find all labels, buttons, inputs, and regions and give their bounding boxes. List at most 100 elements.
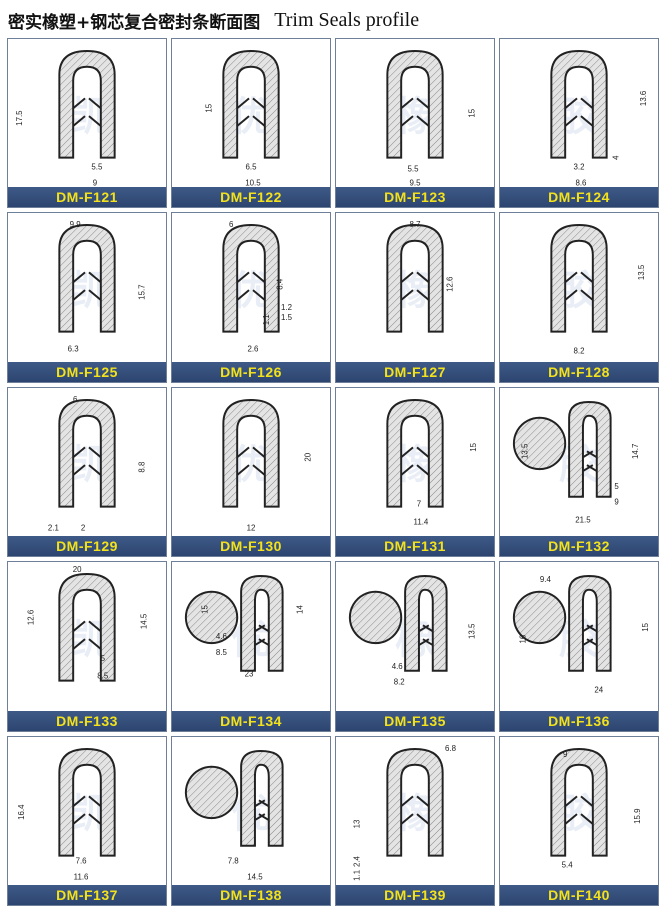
- dimension-label: 15: [467, 108, 476, 117]
- dimension-label: 9.5: [410, 178, 422, 187]
- dimension-label: 8.2: [394, 678, 405, 687]
- dimension-label: 3.2: [574, 162, 585, 171]
- profile-svg: 16.47.611.6: [17, 747, 116, 881]
- dimension-label: 16.4: [17, 803, 26, 819]
- profile-outline: [184, 749, 284, 847]
- dimension-label: 2.6: [247, 345, 259, 354]
- profile-code: DM-F136: [500, 710, 658, 731]
- profile-outline: [58, 224, 116, 334]
- dimension-label: 13: [353, 819, 362, 828]
- dimension-label: 7: [417, 499, 421, 508]
- profile-svg: 156.510.5: [205, 49, 280, 187]
- profile-code: DM-F129: [8, 536, 166, 557]
- dimension-label: 7.6: [76, 856, 88, 865]
- profile-outline: [550, 747, 608, 857]
- profile-outline: [58, 398, 116, 508]
- dimension-label: 1.2: [281, 303, 292, 312]
- dimension-label: 9.4: [540, 575, 552, 584]
- dimension-label: 5.4: [562, 860, 574, 869]
- dimension-label: 16: [519, 634, 528, 643]
- profile-code: DM-F135: [336, 710, 494, 731]
- header: 密实橡塑+钢芯复合密封条断面图 Trim Seals profile: [8, 6, 658, 34]
- dimension-label: 13.5: [637, 264, 646, 280]
- profile-outline: [386, 747, 444, 857]
- dimension-label: 8.5: [216, 648, 228, 657]
- dimension-label: 2: [81, 523, 85, 532]
- profile-code: DM-F125: [8, 361, 166, 382]
- profile-code: DM-F124: [500, 187, 658, 208]
- profile-card: 优7.814.5DM-F138: [171, 735, 331, 906]
- dimension-label: 15: [205, 103, 214, 112]
- dimension-label: 13.5: [521, 443, 530, 459]
- profile-code: DM-F139: [336, 884, 494, 905]
- title-english: Trim Seals profile: [274, 8, 420, 31]
- dimension-label: 8.2: [574, 347, 585, 356]
- dimension-label: 4.6: [216, 632, 228, 641]
- dimension-label: 24: [594, 686, 603, 695]
- dimension-label: 6: [73, 395, 78, 404]
- profile-code: DM-F130: [172, 536, 330, 557]
- dimension-label: 4: [612, 155, 621, 160]
- dimension-label: 6.8: [445, 744, 457, 753]
- dimension-label: 2.1: [48, 523, 59, 532]
- dimension-label: 20: [303, 452, 312, 461]
- dimension-label: 23: [245, 670, 254, 679]
- profile-svg: 915.95.4: [550, 747, 642, 869]
- dimension-label: 5: [101, 654, 106, 663]
- dimension-label: 12.6: [446, 276, 455, 292]
- dimension-label: 1.5: [281, 313, 293, 322]
- profile-outline: [550, 49, 608, 159]
- profile-svg: 7.814.5: [184, 749, 284, 881]
- dimension-label: 6.5: [246, 162, 258, 171]
- profile-outline: [386, 398, 444, 508]
- profile-svg: 155.59.5: [386, 49, 476, 187]
- dimension-label: 9: [614, 497, 619, 506]
- dimension-label: 11.4: [414, 517, 429, 526]
- profile-outline: [386, 49, 444, 159]
- dimension-label: 13.5: [467, 623, 476, 639]
- dimension-label: 6.3: [68, 345, 80, 354]
- profile-code: DM-F132: [500, 536, 658, 557]
- dimension-label: 8.6: [575, 178, 587, 187]
- dimension-label: 12: [247, 523, 256, 532]
- profile-drawing: 优15144.68.523: [172, 562, 330, 710]
- profile-svg: 13.643.28.6: [550, 49, 648, 187]
- dimension-label: 14.7: [631, 443, 640, 458]
- dimension-label: 6: [229, 220, 234, 229]
- profile-outline: [512, 400, 612, 498]
- profile-code: DM-F134: [172, 710, 330, 731]
- dimension-label: 2.4: [353, 855, 362, 867]
- dimension-label: 20: [73, 565, 82, 574]
- dimension-label: 8.7: [410, 220, 421, 229]
- dimension-label: 9.9: [70, 220, 82, 229]
- dimension-label: 14: [295, 605, 304, 614]
